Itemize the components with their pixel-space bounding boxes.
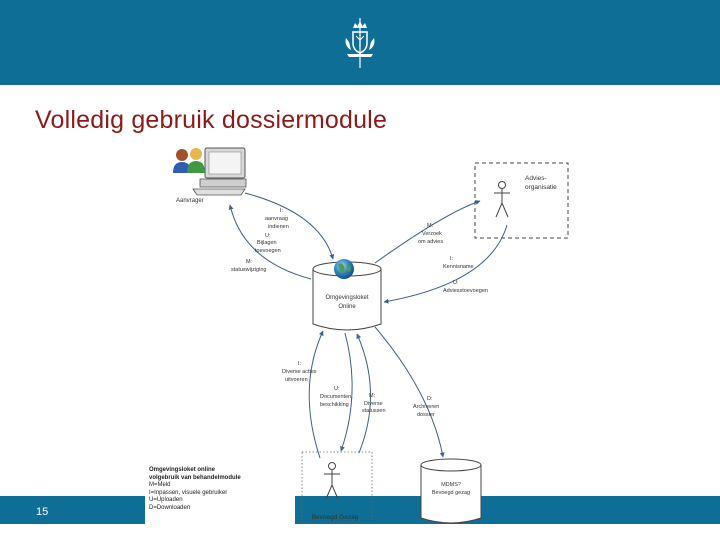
label-aanvraag-2: aanvraag (265, 216, 288, 222)
flow-labels: I: aanvraag indienen U: Bijlagen toevoeg… (231, 208, 488, 418)
header-band (0, 0, 720, 85)
legend-item: I=Inpassen, visuele gebruiker (149, 489, 228, 496)
legend-item: M=Meld (149, 482, 171, 488)
legend-title-1: Omgevingsloket online (149, 467, 216, 473)
label-adviezen-2: Adviesstoevoegen (443, 288, 488, 294)
advice-organisation-label-2: organisatie (525, 184, 557, 191)
authority-figure-icon (324, 462, 340, 500)
label-aanvraag-3: indienen (268, 224, 289, 230)
archive-cylinder (420, 458, 482, 524)
label-verzoek-3: om advies (418, 239, 443, 245)
label-adviezen-1: U: (453, 280, 459, 286)
process-diagram: Aanvrager Advies- organisatie Omgevingsl… (173, 147, 569, 524)
competent-authority-box (301, 451, 373, 524)
legend-item: U=Uploaden (149, 497, 183, 503)
label-verzoek-1: M: (427, 223, 434, 229)
label-verzoek-2: Verzoek (422, 231, 442, 237)
label-bijlagen-1: U: (265, 233, 271, 239)
globe-icon (334, 259, 354, 279)
slide-title: Volledig gebruik dossiermodule (35, 106, 388, 134)
computer-icon (192, 147, 247, 196)
label-statussen-1: M: (369, 393, 376, 399)
diagram-legend: Omgevingsloket online volgebruik van beh… (145, 466, 295, 524)
label-statussen-3: statussen (362, 408, 386, 414)
label-kennisname-1: I: (450, 256, 454, 262)
label-documenten-1: U: (334, 386, 340, 392)
label-kennisname-2: Kennisname (443, 264, 474, 270)
page-number: 15 (36, 506, 49, 518)
advice-organisation-box (474, 162, 569, 239)
label-acties-2: Diverse acties (282, 369, 317, 375)
label-status-1: M: (246, 259, 253, 265)
label-archiveren-3: dossier (417, 412, 435, 418)
arrow-verzoek (374, 200, 481, 264)
aanvrager-label: Aanvrager (176, 198, 204, 204)
arrow-statussen (356, 333, 371, 454)
arrow-adviezen (383, 224, 508, 304)
footer-band (0, 496, 720, 524)
label-archiveren-2: Archiveren (413, 404, 439, 410)
label-aanvraag-1: I: (280, 208, 284, 214)
users-icon (173, 148, 205, 173)
arrow-statuswijziging (228, 204, 312, 280)
arrow-archiveren (374, 326, 445, 458)
competent-authority-label: Bevoegd Gezag (312, 514, 359, 521)
label-acties-3: uitvoeren (285, 377, 308, 383)
coat-of-arms-icon (345, 18, 375, 68)
arrow-documenten (340, 332, 353, 452)
arrow-aanvraag (244, 192, 335, 260)
omgevingsloket-label-1: Omgevingsloket (325, 295, 368, 301)
legend-item: D=Downloaden (149, 504, 191, 511)
label-statussen-2: Diverse (364, 401, 383, 407)
archive-label-1: MDMS? (441, 482, 461, 488)
label-acties-1: I: (298, 361, 302, 367)
label-bijlagen-2: Bijlagen (257, 240, 277, 246)
label-archiveren-1: D: (427, 396, 433, 402)
arrow-acties (308, 330, 324, 459)
advice-organisation-label-1: Advies- (525, 175, 547, 182)
label-documenten-2: Documenten, (320, 394, 353, 400)
label-documenten-3: beschikking (320, 402, 349, 408)
advisor-figure-icon (494, 181, 510, 218)
omgevingsloket-label-2: Online (338, 304, 356, 310)
label-bijlagen-3: toevoegen (255, 248, 281, 254)
label-status-2: statuswijziging (231, 267, 266, 273)
archive-label-2: Bevoegd gezag (432, 490, 470, 496)
legend-title-2: volgebruik van behandelmodule (149, 474, 241, 481)
